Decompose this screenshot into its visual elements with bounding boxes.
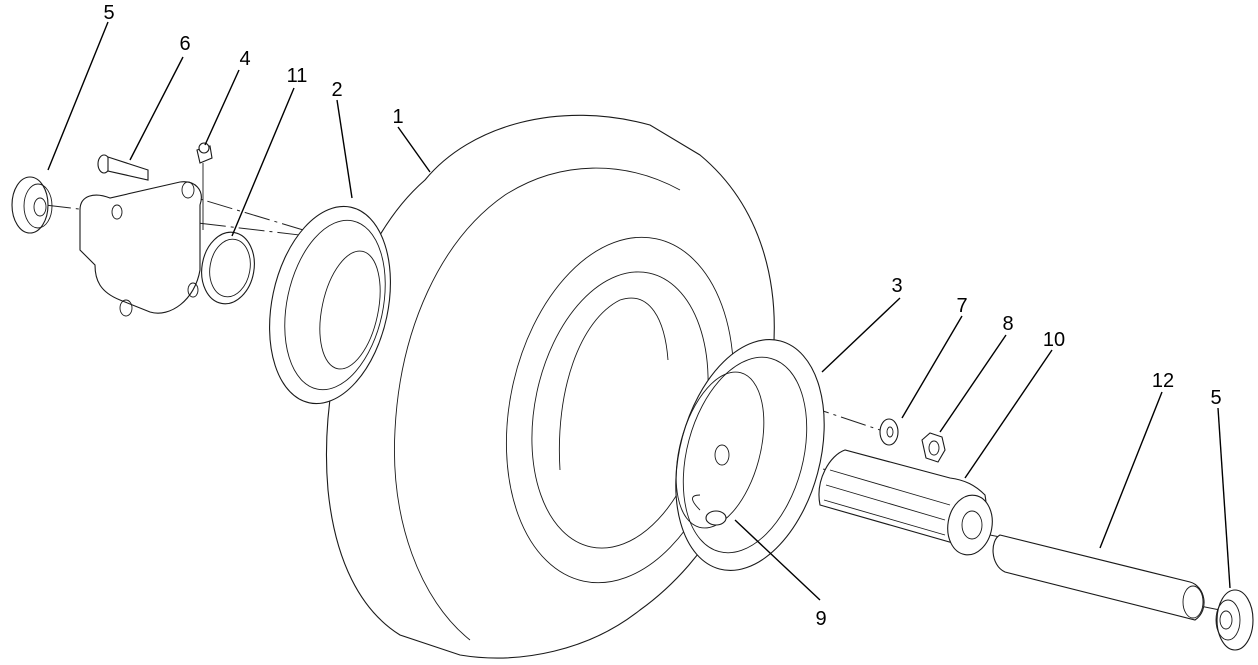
flange-hub — [79, 181, 255, 317]
callout-1: 1 — [392, 106, 403, 128]
nut — [921, 432, 946, 463]
callout-8: 8 — [1002, 313, 1013, 335]
bolt — [97, 154, 149, 181]
callout-11: 11 — [287, 65, 308, 87]
callouts: 1 2 3 4 5 5 6 7 8 9 10 11 12 — [103, 2, 1221, 630]
callout-10: 10 — [1043, 329, 1065, 351]
spacer-tube — [992, 534, 1205, 621]
washer — [879, 418, 899, 446]
rim-half-left — [269, 205, 391, 405]
callout-6: 6 — [179, 33, 190, 55]
callout-7: 7 — [956, 295, 967, 317]
callout-2: 2 — [331, 79, 342, 101]
spacer-left — [11, 176, 53, 234]
spacer-right — [1215, 589, 1254, 651]
callout-5-right: 5 — [1210, 387, 1221, 409]
valve-stem — [692, 494, 727, 526]
grease-fitting — [196, 142, 213, 230]
callout-9: 9 — [815, 608, 826, 630]
roller-bearing — [818, 449, 993, 556]
callout-4: 4 — [239, 48, 250, 70]
callout-12: 12 — [1152, 370, 1174, 392]
callout-3: 3 — [891, 275, 902, 297]
leader-lines — [47, 21, 1231, 601]
callout-5-left: 5 — [103, 2, 114, 24]
